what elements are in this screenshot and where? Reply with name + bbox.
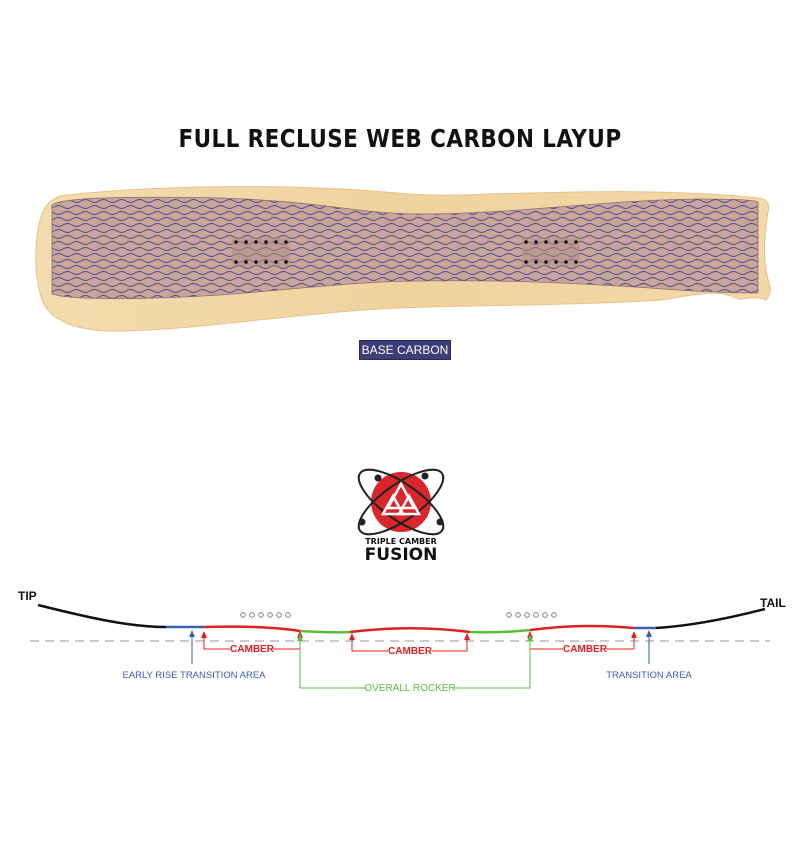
carbon-web-layup	[52, 197, 758, 299]
binding-inserts-front	[232, 238, 290, 266]
base-carbon-badge: BASE CARBON	[360, 341, 450, 359]
rocker-right-segment	[469, 628, 531, 634]
early-rise-label: EARLY RISE TRANSITION AREA	[122, 670, 266, 681]
triple-camber-fusion-logo: TRIPLE CAMBER FUSION	[357, 468, 445, 565]
board-profile	[37, 603, 766, 634]
camber-center-segment	[349, 627, 471, 634]
camber-arrowheads	[201, 631, 637, 640]
tail-label: TAIL	[760, 596, 786, 610]
tip-label: TIP	[18, 589, 37, 603]
camber-right-label: CAMBER	[563, 644, 608, 655]
rocker-arrowheads	[297, 634, 533, 641]
camber-left-label: CAMBER	[230, 644, 275, 655]
rocker-left-segment	[299, 629, 351, 634]
overall-rocker-bracket	[299, 640, 531, 689]
transition-arrowheads	[189, 630, 652, 637]
transition-area-label: TRANSITION AREA	[606, 670, 692, 681]
profile-insert-marks	[240, 612, 557, 618]
binding-inserts-rear	[522, 238, 580, 266]
tail-rise	[655, 607, 766, 630]
logo-line2: FUSION	[365, 545, 438, 565]
camber-center-label: CAMBER	[388, 646, 433, 657]
tip-rise	[37, 603, 167, 629]
page-title: FULL RECLUSE WEB CARBON LAYUP	[178, 124, 622, 153]
transition-markers	[191, 636, 650, 664]
logo-line1: TRIPLE CAMBER	[365, 537, 437, 546]
camber-left-segment	[203, 625, 301, 633]
overall-rocker-label: OVERALL ROCKER	[364, 683, 455, 694]
camber-right-segment	[529, 624, 635, 632]
